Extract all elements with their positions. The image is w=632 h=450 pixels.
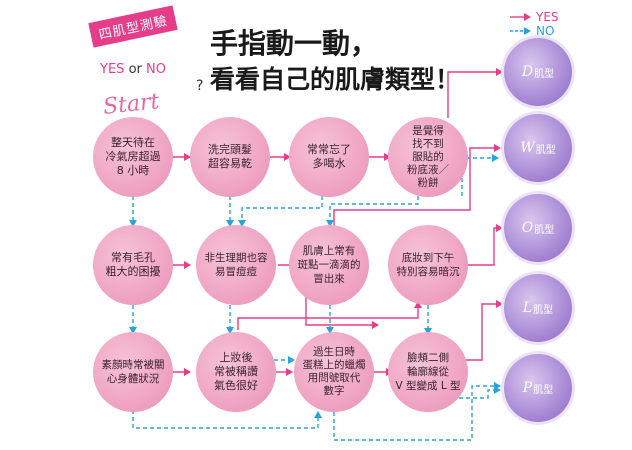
legend-no: NO: [510, 24, 559, 38]
result-letter: P: [522, 380, 533, 396]
legend: YES NO: [510, 10, 559, 38]
yes-arrow: [466, 300, 503, 361]
legend-yes: YES: [510, 10, 559, 24]
dashed-arrow-icon: [510, 27, 531, 35]
question-node: 是覺得 找不到 服貼的 粉底液／ 粉餅: [388, 117, 468, 197]
question-node: 洗完頭髮 超容易乾: [190, 117, 270, 197]
result-suffix: 肌型: [534, 224, 555, 236]
result-letter: L: [522, 300, 533, 316]
result-suffix: 肌型: [533, 384, 554, 396]
result-letter: D: [521, 64, 534, 80]
result-suffix: 肌型: [535, 144, 556, 156]
question-node: 常常忘了 多喝水: [289, 117, 369, 197]
or-word: or: [128, 62, 142, 77]
question-node: 素顏時常被關 心身體狀況: [93, 332, 173, 412]
question-node: 整天待在 冷氣房超過 8 小時: [93, 117, 173, 197]
result-suffix: 肌型: [533, 304, 554, 316]
question-node: 上妝後 常被稱讚 氣色很好: [196, 332, 276, 412]
title-line-2: 看看自己的肌膚類型！: [210, 65, 461, 94]
no-arrow: [326, 196, 419, 227]
yes-or-no-label: YES or NO: [100, 62, 166, 77]
title-line-1: 手指動一動，: [210, 27, 379, 60]
result-letter: W: [520, 140, 535, 156]
question-mark: ?: [196, 78, 204, 94]
solid-arrow-icon: [510, 13, 531, 21]
result-suffix: 肌型: [534, 68, 555, 80]
question-node: 過生日時 蛋糕上的蠟燭 用問號取代 數字: [294, 332, 374, 412]
question-node: 肌膚上常有 斑點一滴滴的 冒出來: [289, 225, 369, 305]
question-node: 非生理期也容 易冒痘痘: [196, 225, 276, 305]
question-node: 常有毛孔 粗大的困擾: [93, 225, 173, 305]
yes-arrow: [333, 144, 501, 228]
yes-word: YES: [100, 62, 125, 77]
no-word: NO: [146, 62, 166, 77]
no-arrow: [452, 386, 501, 399]
no-arrow: [132, 410, 322, 429]
legend-yes-label: YES: [536, 10, 559, 24]
no-arrow: [238, 196, 323, 227]
legend-no-label: NO: [536, 24, 555, 38]
yes-arrow: [237, 301, 422, 330]
question-node: 底妝到下午 特別容易暗沉: [388, 225, 468, 305]
question-node: 臉頰二側 輪廓線從 V 型變成 L 型: [388, 332, 468, 412]
yes-arrow: [447, 68, 503, 118]
yes-arrow: [466, 224, 503, 266]
result-letter: O: [521, 220, 534, 236]
